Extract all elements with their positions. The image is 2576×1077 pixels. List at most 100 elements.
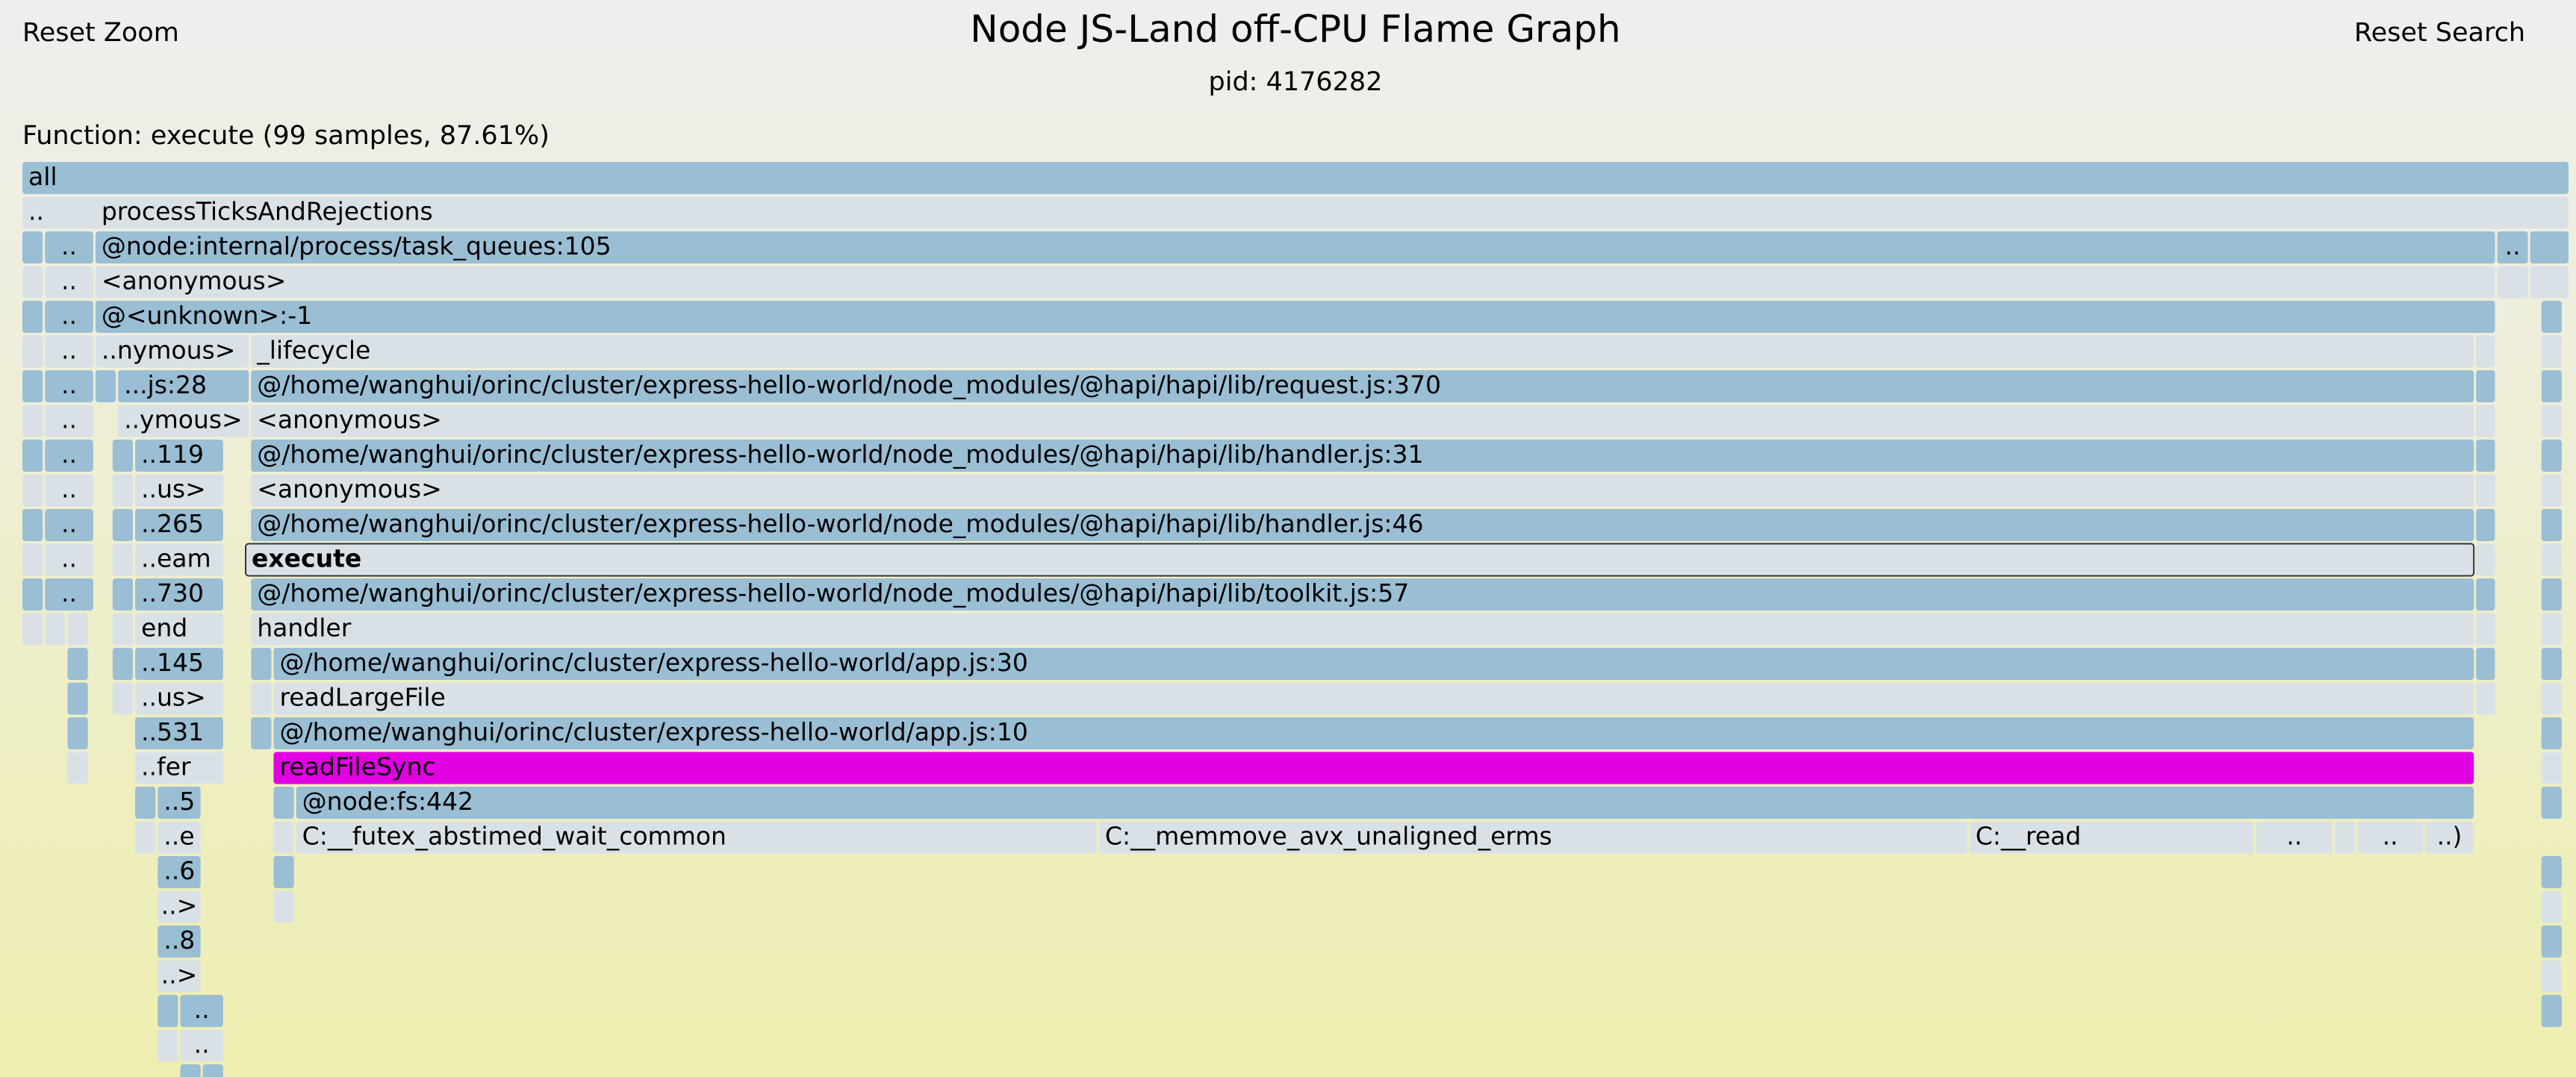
frame-rect[interactable] bbox=[135, 474, 223, 507]
frame-frame[interactable] bbox=[251, 648, 272, 680]
frame-rect[interactable] bbox=[2541, 890, 2562, 923]
frame-frame[interactable] bbox=[158, 995, 178, 1027]
frame-frame[interactable] bbox=[2541, 960, 2562, 993]
frame-frame[interactable] bbox=[95, 370, 116, 402]
frame-frame[interactable] bbox=[273, 856, 294, 888]
frame-frame[interactable] bbox=[2541, 370, 2562, 402]
frame-rect[interactable] bbox=[22, 405, 43, 437]
frame-frame[interactable] bbox=[22, 613, 43, 646]
frame-frame[interactable]: .. bbox=[45, 335, 93, 368]
frame-rect[interactable] bbox=[2541, 717, 2562, 749]
frame-_lifecycle[interactable]: _lifecycle bbox=[251, 335, 2474, 368]
frame-rect[interactable] bbox=[22, 370, 43, 402]
frame-frame[interactable]: ..eam bbox=[135, 543, 223, 576]
frame-rect[interactable] bbox=[22, 440, 43, 472]
frame-rect[interactable] bbox=[2476, 474, 2495, 507]
frame-frame[interactable] bbox=[2476, 578, 2495, 611]
frame-frame[interactable]: ..265 bbox=[135, 509, 223, 541]
frame-rect[interactable] bbox=[2497, 231, 2528, 263]
frame-toolkit-js[interactable]: @/home/wanghui/orinc/cluster/express-hel… bbox=[251, 578, 2474, 611]
frame-frame[interactable] bbox=[2476, 370, 2495, 402]
frame-frame[interactable] bbox=[2541, 890, 2562, 923]
frame-frame[interactable] bbox=[2335, 821, 2356, 854]
frame-rect[interactable] bbox=[67, 648, 88, 680]
frame-frame[interactable] bbox=[67, 613, 88, 646]
frame-rect[interactable] bbox=[251, 474, 2474, 507]
frame-request-js[interactable]: @/home/wanghui/orinc/cluster/express-hel… bbox=[251, 370, 2474, 402]
frame-rect[interactable] bbox=[95, 196, 2569, 229]
frame-frame[interactable] bbox=[2541, 717, 2562, 749]
frame-rect[interactable] bbox=[2497, 266, 2528, 299]
frame-frame[interactable]: .. bbox=[2357, 821, 2423, 854]
frame-frame[interactable]: ..us> bbox=[135, 474, 223, 507]
frame-rect[interactable] bbox=[273, 717, 2474, 749]
frame-rect[interactable] bbox=[112, 682, 134, 715]
frame-rect[interactable] bbox=[118, 405, 249, 437]
frame-rect[interactable] bbox=[95, 231, 2495, 263]
frame-frame[interactable]: ..> bbox=[158, 890, 201, 923]
frame-frame[interactable] bbox=[2476, 474, 2495, 507]
frame-frame[interactable] bbox=[112, 613, 134, 646]
frame-rect[interactable] bbox=[2541, 474, 2562, 507]
frame-readFileSync[interactable]: readFileSync bbox=[273, 752, 2474, 784]
frame-frame[interactable] bbox=[135, 821, 156, 854]
frame-rect[interactable] bbox=[112, 648, 134, 680]
frame-rect[interactable] bbox=[95, 335, 249, 368]
frame-frame[interactable]: ..119 bbox=[135, 440, 223, 472]
frame-frame[interactable] bbox=[22, 370, 43, 402]
frame-frame[interactable] bbox=[2541, 682, 2562, 715]
frame-rect[interactable] bbox=[135, 821, 156, 854]
frame-rect[interactable] bbox=[251, 405, 2474, 437]
frame-rect[interactable] bbox=[45, 578, 93, 611]
frame-rect[interactable] bbox=[2476, 405, 2495, 437]
frame-rect[interactable] bbox=[45, 266, 93, 299]
frame-rect[interactable] bbox=[251, 717, 272, 749]
frame-rect[interactable] bbox=[2541, 370, 2562, 402]
frame-rect[interactable] bbox=[2541, 543, 2562, 576]
frame-rect[interactable] bbox=[2476, 543, 2495, 576]
frame-frame[interactable]: .. bbox=[45, 266, 93, 299]
frame-frame[interactable] bbox=[135, 787, 156, 819]
frame-frame[interactable] bbox=[251, 717, 272, 749]
frame-rect[interactable] bbox=[273, 787, 294, 819]
frame-frame[interactable] bbox=[2476, 405, 2495, 437]
frame-frame[interactable]: ..730 bbox=[135, 578, 223, 611]
frame-frame[interactable] bbox=[158, 1029, 178, 1062]
frame-frame[interactable] bbox=[67, 682, 88, 715]
frame-frame[interactable] bbox=[67, 717, 88, 749]
frame-rect[interactable] bbox=[95, 370, 116, 402]
frame-rect[interactable] bbox=[22, 543, 43, 576]
frame-unknown[interactable]: @<unknown>:-1 bbox=[95, 301, 2495, 333]
frame-frame[interactable] bbox=[2497, 266, 2528, 299]
frame-read[interactable]: C:__read bbox=[1969, 821, 2254, 854]
frame-rect[interactable] bbox=[296, 787, 2474, 819]
frame-frame[interactable]: .. bbox=[45, 231, 93, 263]
frame-rect[interactable] bbox=[158, 856, 201, 888]
frame-rect[interactable] bbox=[2530, 231, 2569, 263]
frame-rect[interactable] bbox=[45, 231, 93, 263]
frame-frame[interactable]: .. bbox=[45, 370, 93, 402]
frame-frame[interactable] bbox=[2476, 543, 2495, 576]
frame-frame[interactable]: ..nymous> bbox=[95, 335, 249, 368]
frame-memmove[interactable]: C:__memmove_avx_unaligned_erms bbox=[1098, 821, 1967, 854]
frame-rect[interactable] bbox=[2541, 440, 2562, 472]
frame-rect[interactable] bbox=[45, 509, 93, 541]
frame-frame[interactable] bbox=[2476, 335, 2495, 368]
frame-rect[interactable] bbox=[273, 821, 294, 854]
frame-rect[interactable] bbox=[67, 682, 88, 715]
frame-frame[interactable] bbox=[273, 821, 294, 854]
frame-rect[interactable] bbox=[45, 405, 93, 437]
frame-frame[interactable]: .. bbox=[45, 301, 93, 333]
frame-futex-wait[interactable]: C:__futex_abstimed_wait_common bbox=[296, 821, 1097, 854]
frame-frame[interactable] bbox=[22, 474, 43, 507]
frame-rect[interactable] bbox=[251, 370, 2474, 402]
frame-frame[interactable]: .. bbox=[45, 405, 93, 437]
frame-rect[interactable] bbox=[135, 717, 223, 749]
frame-frame[interactable] bbox=[67, 752, 88, 784]
frame-task_queues[interactable]: @node:internal/process/task_queues:105 bbox=[95, 231, 2495, 263]
frame-frame[interactable] bbox=[180, 1064, 201, 1077]
frame-rect[interactable] bbox=[2541, 405, 2562, 437]
frame-frame[interactable] bbox=[2541, 752, 2562, 784]
frame-frame[interactable] bbox=[22, 335, 43, 368]
frame-rect[interactable] bbox=[2357, 821, 2423, 854]
